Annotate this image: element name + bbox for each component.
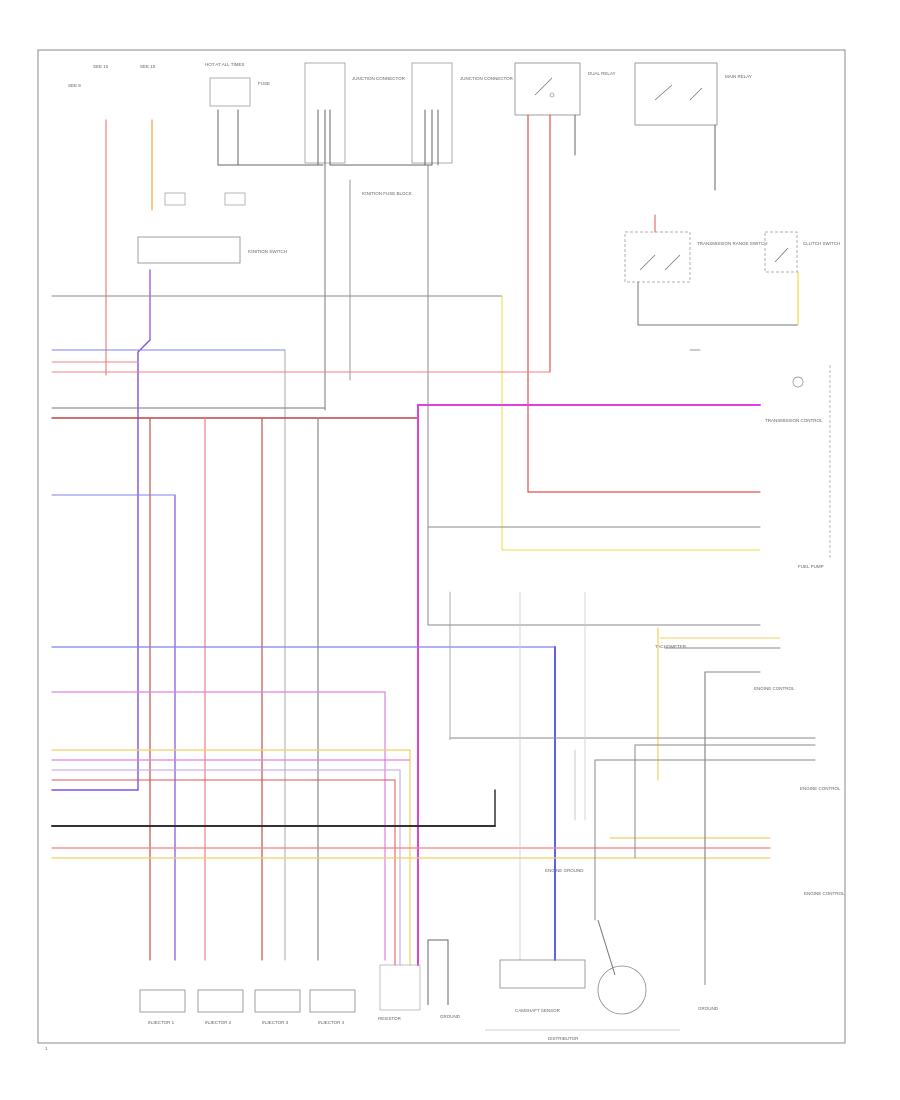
clutch-switch-box: CLUTCH SWITCH bbox=[764, 231, 840, 273]
resistor-label: RESISTOR bbox=[378, 1016, 402, 1021]
fuse-a-label: FUSE bbox=[258, 81, 270, 86]
injector-3: INJECTOR 3 bbox=[254, 989, 301, 1025]
engine-control-label-1: ENGINE CONTROL bbox=[754, 686, 795, 691]
injector-2: INJECTOR 2 bbox=[197, 989, 244, 1025]
right-component-1: TRANSMISSION CONTROL FUEL PUMP bbox=[765, 365, 831, 569]
junction-connector-2-box: JUNCTION CONNECTOR bbox=[411, 62, 514, 164]
page-ref: 1 bbox=[45, 1046, 48, 1051]
ground-2: GROUND bbox=[698, 920, 719, 1011]
tachometer-label: TACHOMETER bbox=[655, 644, 687, 649]
transmission-range-switch-label: TRANSMISSION RANGE SWITCH bbox=[697, 241, 768, 246]
dual-relay-box: DUAL RELAY bbox=[514, 62, 616, 116]
label-see-10b: SEE 10 bbox=[140, 64, 156, 69]
distributor: DISTRIBUTOR bbox=[485, 919, 680, 1041]
diagram-border bbox=[37, 49, 846, 1044]
clutch-switch-label: CLUTCH SWITCH bbox=[803, 241, 840, 246]
injector-2-label: INJECTOR 2 bbox=[205, 1020, 232, 1025]
main-relay-box: MAIN RELAY bbox=[634, 62, 752, 126]
injector-4-label: INJECTOR 4 bbox=[318, 1020, 345, 1025]
ground-1: GROUND bbox=[427, 939, 461, 1019]
engine-control-label-2: ENGINE CONTROL bbox=[800, 786, 841, 791]
right-component-2: ENGINE CONTROL ENGINE CONTROL ENGINE CON… bbox=[655, 644, 845, 896]
junction-connector-1-label: JUNCTION CONNECTOR bbox=[352, 76, 406, 81]
resistor: RESISTOR bbox=[378, 964, 421, 1021]
ground-1-label: GROUND bbox=[440, 1014, 461, 1019]
junction-connector-2-label: JUNCTION CONNECTOR bbox=[460, 76, 514, 81]
ignition-switch-label: IGNITION SWITCH bbox=[248, 249, 287, 254]
top-left-labels: SEE 9 SEE 10 SEE 10 HOT AT ALL TIMES bbox=[68, 62, 245, 88]
dual-relay-label: DUAL RELAY bbox=[588, 71, 616, 76]
main-relay-label: MAIN RELAY bbox=[725, 74, 752, 79]
ignition-switch-box: IGNITION SWITCH bbox=[137, 192, 287, 264]
transmission-range-switch-box: TRANSMISSION RANGE SWITCH bbox=[624, 231, 768, 283]
engine-control-label-3: ENGINE CONTROL bbox=[804, 891, 845, 896]
fuel-pump-label: FUEL PUMP bbox=[798, 564, 824, 569]
transmission-control-label: TRANSMISSION CONTROL bbox=[765, 418, 823, 423]
injector-4: INJECTOR 4 bbox=[309, 989, 356, 1025]
label-see-10a: SEE 10 bbox=[93, 64, 109, 69]
ignition-block-label: IGNITION FUSE BLOCK bbox=[362, 191, 412, 196]
camshaft-sensor-label: CAMSHAFT SENSOR bbox=[515, 1008, 561, 1013]
injector-3-label: INJECTOR 3 bbox=[262, 1020, 289, 1025]
engine-ground: ENGINE GROUND bbox=[545, 868, 584, 873]
ignition-block: IGNITION FUSE BLOCK bbox=[362, 191, 412, 196]
junction-connector-1-box: JUNCTION CONNECTOR bbox=[304, 62, 406, 164]
distributor-label: DISTRIBUTOR bbox=[548, 1036, 579, 1041]
ground-2-label: GROUND bbox=[698, 1006, 719, 1011]
wires bbox=[51, 109, 816, 966]
label-see-9: SEE 9 bbox=[68, 83, 81, 88]
fuse-a-box: FUSE bbox=[209, 77, 270, 107]
injector-1-label: INJECTOR 1 bbox=[148, 1020, 175, 1025]
camshaft-sensor: CAMSHAFT SENSOR bbox=[499, 959, 586, 1013]
engine-ground-label: ENGINE GROUND bbox=[545, 868, 584, 873]
injector-1: INJECTOR 1 bbox=[139, 989, 186, 1025]
label-hot-at-all-times: HOT AT ALL TIMES bbox=[205, 62, 245, 67]
